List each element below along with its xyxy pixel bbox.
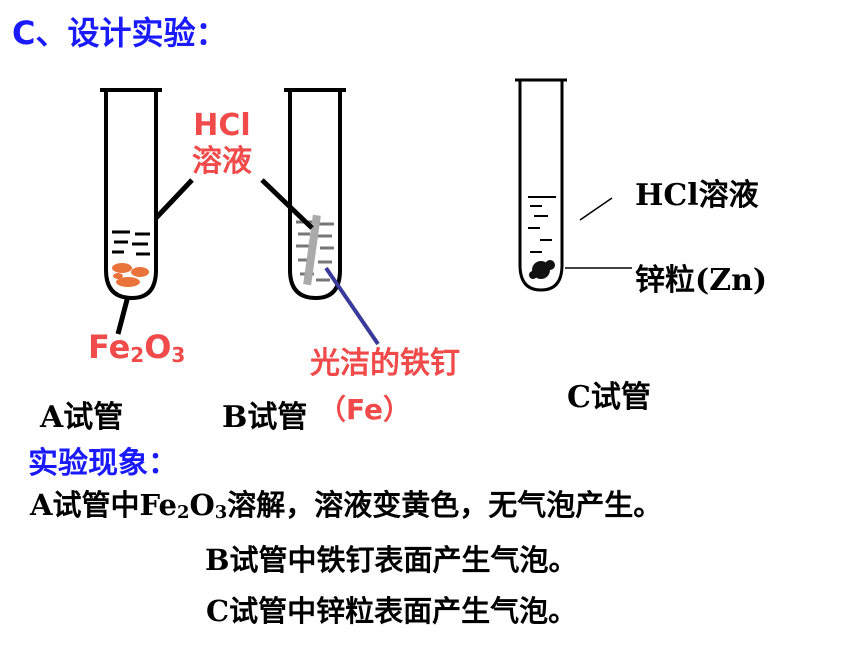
pointer-hcl-to-tube-b <box>260 178 314 230</box>
pointer-hcl-to-tube-a <box>154 178 194 220</box>
tube-a-hcl-label: HCl 溶液 <box>192 108 252 180</box>
fe2o3-sub1: 2 <box>130 343 145 367</box>
fe2o3-o: O <box>144 328 172 366</box>
fe2o3-label: Fe2O3 <box>88 328 185 367</box>
obs-a-suffix: 溶解，溶液变黄色，无气泡产生。 <box>227 488 663 522</box>
test-tube-c <box>515 78 567 292</box>
tube-b-label: B试管 <box>222 400 308 435</box>
zinc-granules <box>529 260 555 279</box>
tube-c-label: C试管 <box>567 380 651 415</box>
tube-c-zinc-label: 锌粒(Zn) <box>635 263 768 298</box>
obs-a-o: O <box>189 488 215 522</box>
hcl-label-line1: HCl <box>193 108 251 143</box>
nail-label: 光洁的铁钉 <box>310 346 460 381</box>
test-tube-a <box>100 88 162 301</box>
fe2o3-fe: Fe <box>88 328 131 366</box>
tube-a-label: A试管 <box>40 400 124 435</box>
tube-c-hcl-label: HCl溶液 <box>635 178 759 213</box>
obs-a-sub2: 3 <box>214 502 228 523</box>
obs-a-prefix: A试管中Fe <box>30 488 177 522</box>
fe2o3-sub2: 3 <box>171 343 186 367</box>
observation-b: B试管中铁钉表面产生气泡。 <box>205 543 578 577</box>
obs-a-sub1: 2 <box>176 502 190 523</box>
observation-c: C试管中锌粒表面产生气泡。 <box>206 594 578 628</box>
pointer-nail <box>324 266 380 346</box>
iron-oxide-solid <box>112 263 149 287</box>
pointer-fe2o3 <box>115 295 131 335</box>
pointer-hcl-to-tube-c <box>579 197 613 221</box>
observation-a: A试管中Fe2O3溶解，溶液变黄色，无气泡产生。 <box>30 482 662 524</box>
observations-heading: 实验现象： <box>28 446 178 481</box>
iron-nail <box>303 214 321 286</box>
hcl-label-line2: 溶液 <box>192 144 252 179</box>
test-tube-b <box>284 88 346 301</box>
nail-formula-label: （Fe） <box>318 393 411 426</box>
section-heading: C、设计实验： <box>12 14 228 52</box>
